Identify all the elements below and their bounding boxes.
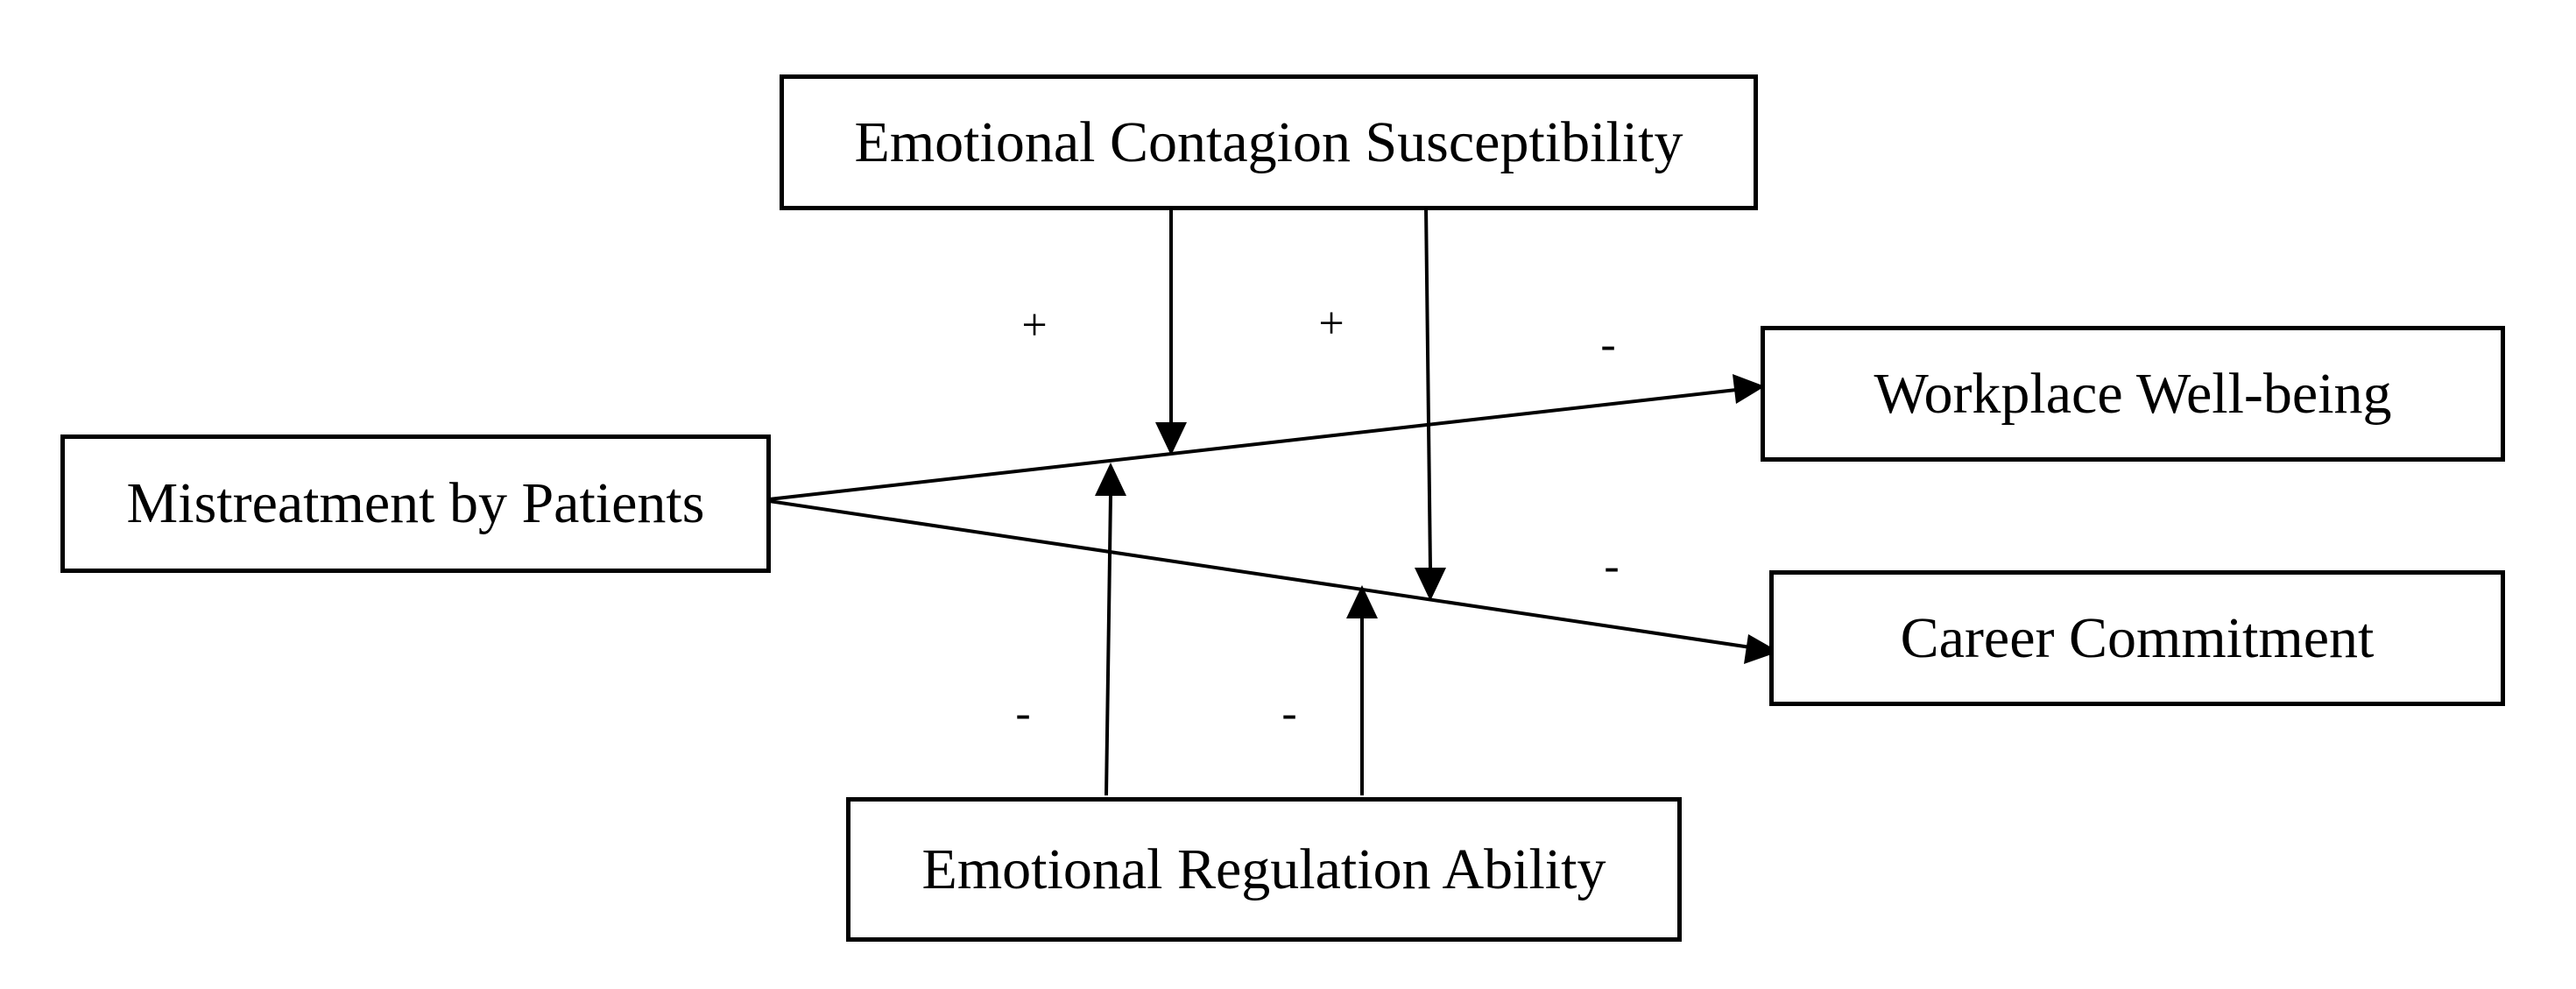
node-career-commitment-label: Career Commitment: [1900, 605, 2375, 670]
arrowhead-contagion-right: [1415, 568, 1446, 601]
arrow-mistreatment-to-career: [768, 499, 1763, 651]
arrowhead-career: [1744, 634, 1779, 664]
node-career-commitment: Career Commitment: [1769, 570, 2505, 706]
arrowhead-contagion-left: [1155, 422, 1187, 456]
sign-regulation-wellbeing: -: [1015, 689, 1031, 738]
node-workplace-wellbeing-label: Workplace Well-being: [1874, 361, 2392, 426]
sign-mistreatment-wellbeing: -: [1600, 320, 1616, 370]
node-mistreatment: Mistreatment by Patients: [60, 434, 771, 573]
sign-regulation-career: -: [1281, 689, 1297, 738]
arrow-contagion-to-career-path: [1424, 205, 1432, 570]
arrowhead-wellbeing: [1733, 374, 1765, 404]
arrowhead-regulation-right: [1346, 585, 1378, 618]
sign-mistreatment-career: -: [1604, 541, 1620, 591]
arrow-regulation-to-wellbeing-path: [1105, 494, 1112, 796]
node-workplace-wellbeing: Workplace Well-being: [1761, 326, 2505, 462]
node-mistreatment-label: Mistreatment by Patients: [126, 471, 705, 535]
arrowhead-regulation-left: [1095, 463, 1126, 496]
node-emotional-contagion-label: Emotional Contagion Susceptibility: [854, 109, 1683, 174]
arrow-mistreatment-to-wellbeing: [768, 386, 1753, 501]
node-emotional-contagion: Emotional Contagion Susceptibility: [780, 74, 1758, 210]
sign-contagion-career: +: [1318, 299, 1344, 349]
sign-contagion-wellbeing: +: [1021, 300, 1048, 350]
node-emotional-regulation: Emotional Regulation Ability: [846, 797, 1682, 942]
node-emotional-regulation-label: Emotional Regulation Ability: [921, 837, 1606, 901]
